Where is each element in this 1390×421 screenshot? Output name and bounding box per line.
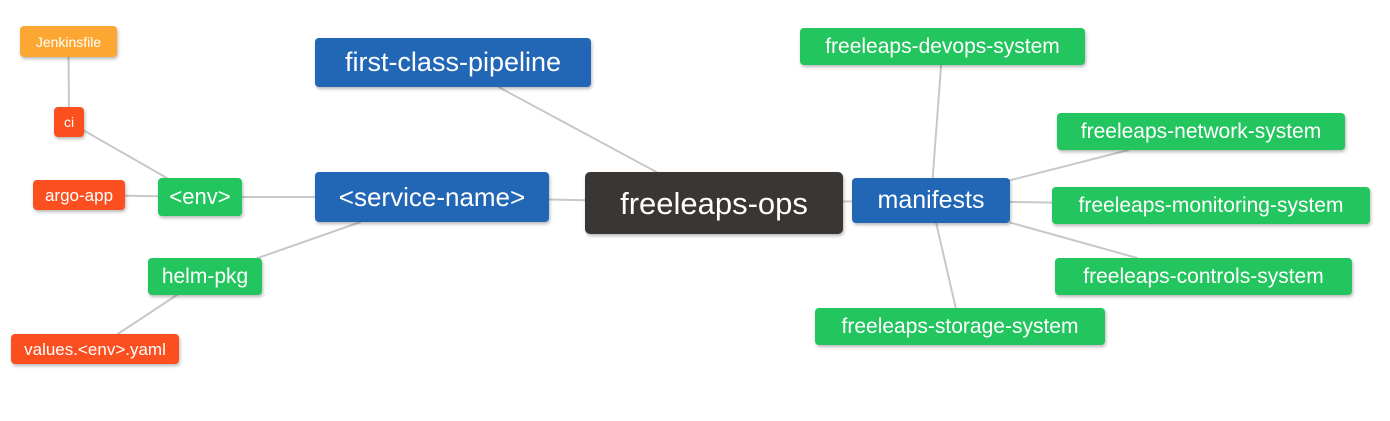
mindmap-edge-manifests-to-monitoring xyxy=(1009,200,1053,204)
mindmap-node-pipeline[interactable]: first-class-pipeline xyxy=(315,38,591,87)
mindmap-edge-service-to-helm xyxy=(256,221,362,259)
mindmap-node-root[interactable]: freeleaps-ops xyxy=(585,172,843,234)
mindmap-edge-env-to-argo xyxy=(124,194,159,198)
mindmap-node-argo[interactable]: argo-app xyxy=(33,180,125,210)
mindmap-edge-env-to-ci xyxy=(83,129,168,179)
mindmap-node-service[interactable]: <service-name> xyxy=(315,172,549,222)
mindmap-node-storage[interactable]: freeleaps-storage-system xyxy=(815,308,1105,345)
mindmap-node-controls[interactable]: freeleaps-controls-system xyxy=(1055,258,1352,295)
mindmap-node-manifests[interactable]: manifests xyxy=(852,178,1010,223)
mindmap-node-values[interactable]: values.<env>.yaml xyxy=(11,334,179,364)
mindmap-edge-manifests-to-network xyxy=(1009,149,1130,182)
mindmap-edge-helm-to-values xyxy=(116,294,178,335)
mindmap-edge-root-to-service xyxy=(548,198,586,202)
mindmap-node-env[interactable]: <env> xyxy=(158,178,242,216)
mindmap-edge-root-to-pipeline xyxy=(497,86,658,173)
mindmap-node-jenkins[interactable]: Jenkinsfile xyxy=(20,26,117,57)
mindmap-node-helm[interactable]: helm-pkg xyxy=(148,258,262,295)
mindmap-node-devops[interactable]: freeleaps-devops-system xyxy=(800,28,1085,65)
mindmap-node-network[interactable]: freeleaps-network-system xyxy=(1057,113,1345,150)
mindmap-node-ci[interactable]: ci xyxy=(54,107,84,137)
mindmap-edge-manifests-to-devops xyxy=(931,64,943,179)
mindmap-node-monitoring[interactable]: freeleaps-monitoring-system xyxy=(1052,187,1370,224)
mindmap-edge-manifests-to-storage xyxy=(935,222,957,309)
mindmap-edge-manifests-to-controls xyxy=(1009,221,1139,259)
